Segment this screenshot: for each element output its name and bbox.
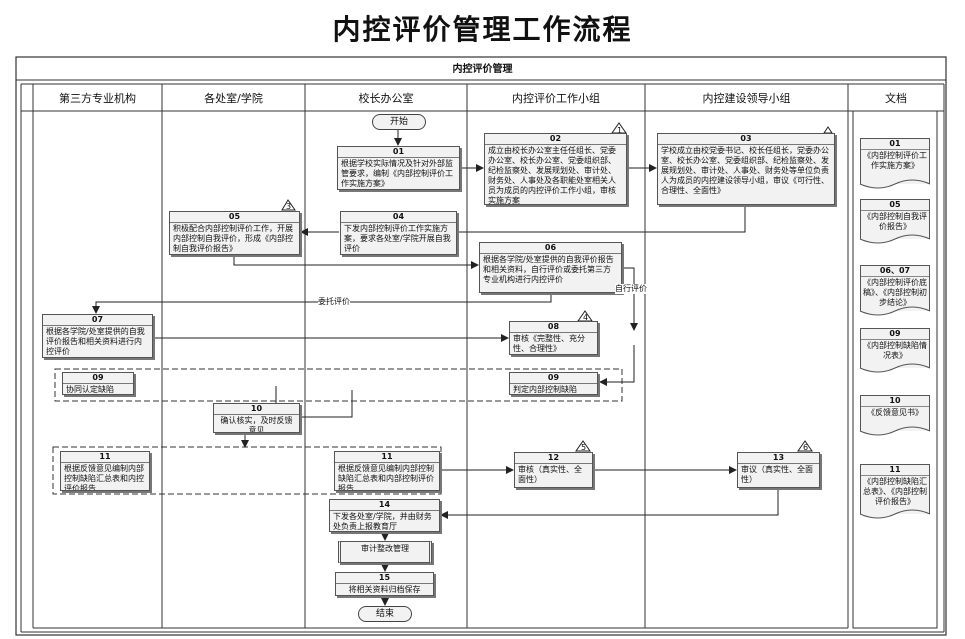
- step-12: 12 审核（真实性、全面性）: [514, 452, 593, 488]
- step-09a-text: 协同认定缺陷: [66, 385, 114, 394]
- document-11: 11 《内部控制缺陷汇总表》、《内部控制评价报告》: [860, 464, 930, 514]
- marker-label-6: 6: [803, 443, 809, 452]
- step-09b-text: 判定内部控制缺陷: [513, 385, 577, 394]
- step-11a-text: 根据反馈意见编制内部控制缺陷汇总表和内控评价报告: [64, 464, 144, 491]
- document-01-number: 01: [861, 139, 929, 150]
- marker-3: [281, 199, 296, 211]
- step-11-president-office: 11 根据反馈意见编制内部控制缺陷汇总表和内部控制评价报告: [334, 451, 440, 491]
- document-06-07: 06、07 《内部控制评价底稿》、《内部控制初步结论》: [860, 265, 930, 311]
- step-09-evaluation-group: 09 判定内部控制缺陷: [509, 372, 598, 395]
- swimlane-header: 内控评价管理: [452, 64, 513, 75]
- step-audit-rectification: 审计整改管理: [338, 541, 432, 563]
- document-01: 01 《内部控制评价工作实施方案》: [860, 138, 930, 184]
- step-06-text: 根据各学院/处室提供的自我评价报告和相关资料，自行评价或委托第三方专业机构进行内…: [483, 255, 614, 284]
- group-09: [54, 368, 623, 402]
- marker-label-3: 3: [286, 202, 292, 211]
- step-audit-rectification-text: 审计整改管理: [361, 544, 409, 553]
- step-11b-number: 11: [335, 452, 439, 463]
- document-09-number: 09: [861, 329, 929, 340]
- end-terminal: 结束: [358, 606, 412, 622]
- step-13: 13 审议（真实性、全面性）: [737, 452, 820, 488]
- step-07-number: 07: [43, 315, 152, 326]
- start-terminal: 开始: [372, 114, 426, 130]
- step-01: 01 根据学校实际情况及针对外部监管要求，编制《内部控制评价工作实施方案》: [337, 146, 460, 190]
- step-09a-number: 09: [63, 373, 133, 384]
- document-10: 10 《反馈意见书》: [860, 395, 930, 431]
- step-12-text: 审核（真实性、全面性）: [518, 465, 582, 484]
- lane-third-party: 第三方专业机构: [59, 92, 136, 105]
- step-10-text: 确认核实，及时反馈意见: [220, 416, 293, 433]
- step-10: 10 确认核实，及时反馈意见: [213, 403, 300, 433]
- step-15-number: 15: [336, 573, 433, 584]
- step-01-number: 01: [338, 147, 459, 158]
- marker-5: [575, 440, 591, 452]
- step-14: 14 下发各处室/学院，并由财务处负责上报教育厅: [329, 499, 440, 532]
- document-11-text: 《内部控制缺陷汇总表》、《内部控制评价报告》: [863, 477, 927, 506]
- document-11-number: 11: [861, 465, 929, 476]
- step-13-number: 13: [738, 453, 819, 464]
- step-11a-number: 11: [61, 452, 149, 463]
- lane-departments: 各处室/学院: [204, 92, 263, 105]
- step-06-number: 06: [480, 243, 621, 254]
- step-12-number: 12: [515, 453, 592, 464]
- step-03: 03 学校成立由校党委书记、校长任组长，党委办公室、校长办公室、党委组织部、纪检…: [657, 133, 835, 205]
- step-09-third-party: 09 协同认定缺陷: [62, 372, 134, 395]
- step-06: 06 根据各学院/处室提供的自我评价报告和相关资料，自行评价或委托第三方专业机构…: [479, 242, 622, 293]
- edge-label-self-eval: 自行评价: [615, 284, 647, 294]
- document-01-text: 《内部控制评价工作实施方案》: [863, 151, 927, 170]
- document-05-text: 《内部控制自我评价报告》: [863, 212, 927, 231]
- step-13-text: 审议（真实性、全面性）: [741, 465, 813, 484]
- step-07-text: 根据各学院/处室提供的自我评价报告和相关资料进行内控评价: [46, 327, 145, 356]
- document-09-text: 《内部控制缺陷情况表》: [863, 341, 927, 360]
- marker-6: [797, 440, 813, 452]
- lane-evaluation-group: 内控评价工作小组: [512, 92, 600, 105]
- step-02-number: 02: [485, 134, 626, 145]
- marker-label-5: 5: [581, 443, 587, 452]
- step-08-number: 08: [510, 322, 597, 333]
- step-14-number: 14: [330, 500, 439, 511]
- document-10-number: 10: [861, 396, 929, 407]
- step-04-number: 04: [341, 212, 456, 223]
- document-10-text: 《反馈意见书》: [867, 408, 923, 417]
- step-15-text: 将相关资料归档保存: [348, 585, 421, 594]
- edge-label-entrust: 委托评价: [318, 297, 350, 307]
- step-08: 08 审核《完整性、充分性、合理性》: [509, 321, 598, 355]
- step-09b-number: 09: [510, 373, 597, 384]
- lane-leadership-group: 内控建设领导小组: [702, 92, 791, 105]
- step-14-text: 下发各处室/学院，并由财务处负责上报教育厅: [333, 512, 432, 531]
- page-title: 内控评价管理工作流程: [332, 13, 633, 46]
- outer-frame: [15, 56, 947, 636]
- marker-label-1: 1: [617, 126, 623, 135]
- document-05: 05 《内部控制自我评价报告》: [860, 199, 930, 239]
- document-09: 09 《内部控制缺陷情况表》: [860, 328, 930, 368]
- step-01-text: 根据学校实际情况及针对外部监管要求，编制《内部控制评价工作实施方案》: [341, 159, 453, 188]
- step-02: 02 成立由校长办公室主任任组长、党委办公室、校长办公室、党委组织部、纪检监察处…: [484, 133, 627, 205]
- step-03-number: 03: [658, 134, 834, 145]
- document-06-07-text: 《内部控制评价底稿》、《内部控制初步结论》: [863, 278, 927, 307]
- lane-president-office: 校长办公室: [358, 92, 414, 105]
- marker-label-4: 4: [583, 313, 589, 322]
- step-03-text: 学校成立由校党委书记、校长任组长，党委办公室、校长办公室、党委组织部、纪检监察处…: [661, 146, 829, 195]
- step-05-text: 积极配合内部控制评价工作，开展内部控制自我评价，形成《内部控制自我评价报告》: [173, 224, 293, 253]
- step-02-text: 成立由校长办公室主任任组长、党委办公室、校长办公室、党委组织部、纪检监察处、发展…: [488, 146, 616, 205]
- document-05-number: 05: [861, 200, 929, 211]
- step-08-text: 审核《完整性、充分性、合理性》: [513, 334, 585, 353]
- step-07: 07 根据各学院/处室提供的自我评价报告和相关资料进行内控评价: [42, 314, 153, 358]
- step-11b-text: 根据反馈意见编制内部控制缺陷汇总表和内部控制评价报告: [338, 464, 434, 491]
- step-05: 05 积极配合内部控制评价工作，开展内部控制自我评价，形成《内部控制自我评价报告…: [169, 211, 300, 255]
- step-15: 15 将相关资料归档保存: [335, 572, 434, 596]
- lane-documents: 文档: [885, 92, 907, 105]
- document-06-07-number: 06、07: [861, 266, 929, 277]
- step-04: 04 下发内部控制评价工作实施方案，要求各处室/学院开展自我评价: [340, 211, 457, 255]
- step-11-third-party: 11 根据反馈意见编制内部控制缺陷汇总表和内控评价报告: [60, 451, 150, 491]
- step-10-number: 10: [214, 404, 299, 415]
- step-04-text: 下发内部控制评价工作实施方案，要求各处室/学院开展自我评价: [344, 224, 451, 253]
- step-05-number: 05: [170, 212, 299, 223]
